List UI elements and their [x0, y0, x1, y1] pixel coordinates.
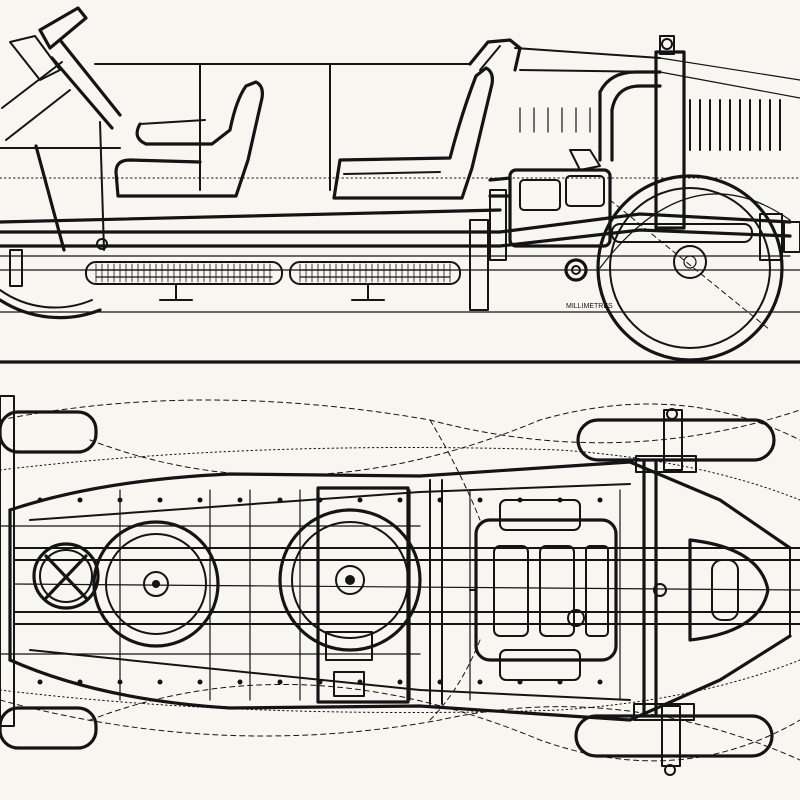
rivet [37, 497, 43, 503]
scale-label: MILLIMETRES [566, 303, 613, 310]
rivet [597, 497, 603, 503]
rivet [517, 679, 523, 685]
rivet [357, 679, 363, 685]
rivet [317, 497, 323, 503]
rivet [557, 497, 563, 503]
rear-drum-plan [92, 520, 220, 648]
rivet [317, 679, 323, 685]
rivet [197, 497, 203, 503]
flywheel-plan [278, 508, 422, 652]
rivet [597, 679, 603, 685]
rivet [157, 497, 163, 503]
rivet [197, 679, 203, 685]
steering-wheel-plan [32, 542, 100, 610]
rivet [477, 497, 483, 503]
cross-members [119, 489, 621, 701]
rivet [437, 679, 443, 685]
rivet [157, 679, 163, 685]
front-spring-side [611, 213, 800, 261]
hangers-side [9, 189, 507, 311]
radiator-plan [653, 538, 770, 642]
spring-hatch [95, 263, 451, 283]
front-seat [332, 66, 494, 200]
rear-wheels-plan [0, 395, 98, 750]
rivet [77, 497, 83, 503]
rivet [117, 679, 123, 685]
rivet [237, 679, 243, 685]
side-elevation-view: MILLIMETRES [0, 6, 800, 364]
rear-wheel-side [0, 289, 102, 320]
leaf-spring-side [85, 261, 461, 285]
frame-rail-side [0, 208, 800, 271]
rivet [397, 679, 403, 685]
rivet [277, 497, 283, 503]
engine-side [488, 70, 662, 282]
rivet [117, 497, 123, 503]
rivet [37, 679, 43, 685]
engine-plan [469, 499, 618, 681]
gearbox-plan [316, 479, 443, 705]
rivet [437, 497, 443, 503]
control-levers [34, 121, 108, 252]
rivet [277, 679, 283, 685]
rear-seat [114, 80, 264, 198]
plan-view [0, 395, 800, 776]
body-outline [0, 38, 800, 191]
rivet [397, 497, 403, 503]
rivet [77, 679, 83, 685]
bonnet-louvres [519, 99, 781, 151]
rail-bolts [37, 497, 603, 685]
rivet [517, 497, 523, 503]
rivet [477, 679, 483, 685]
steering-wheel-side [1, 6, 122, 141]
front-wheels-plan [574, 408, 776, 776]
front-wheel-side [596, 174, 784, 362]
rivet [357, 497, 363, 503]
radiator-side [654, 35, 686, 230]
rivet [557, 679, 563, 685]
rivet [237, 497, 243, 503]
